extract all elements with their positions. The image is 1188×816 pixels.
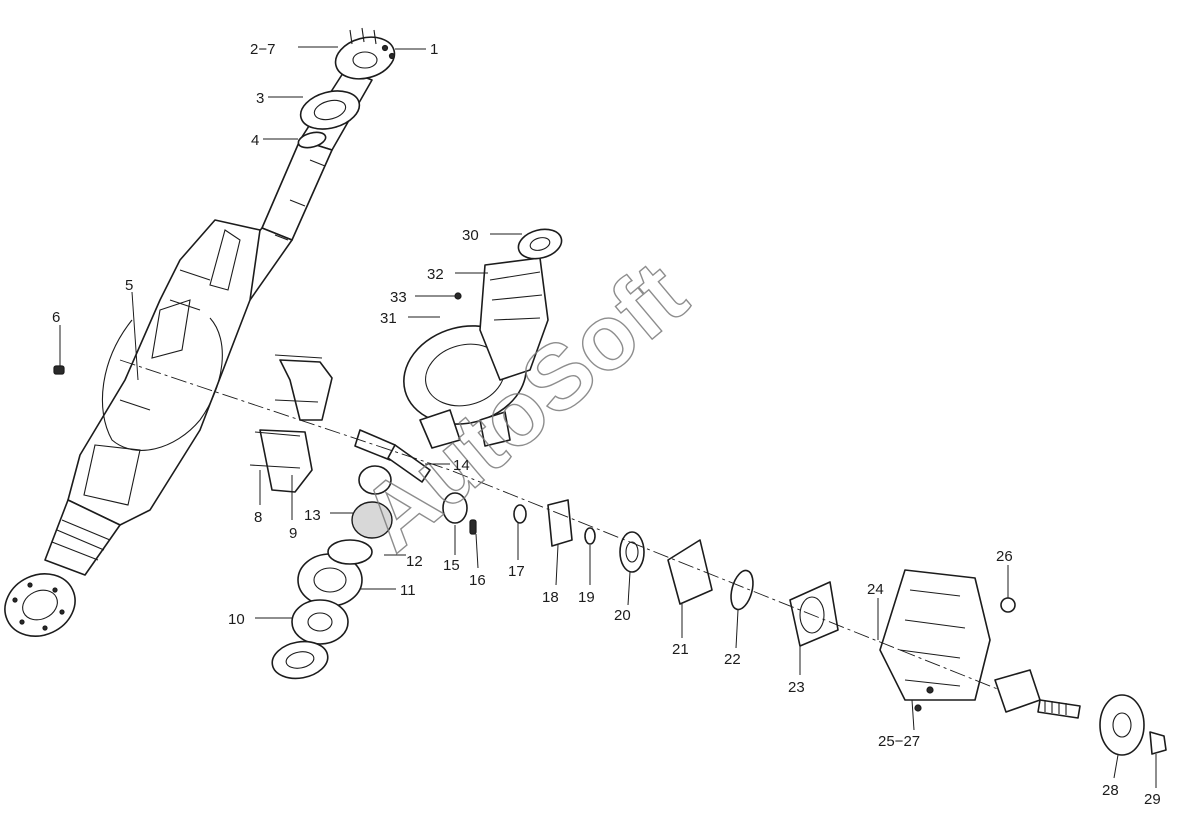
seal-ring <box>297 131 327 149</box>
callout-3: 3 <box>256 90 264 107</box>
callout-6: 6 <box>52 309 60 326</box>
bearing-caps <box>249 354 333 493</box>
callout-28: 28 <box>1102 782 1119 799</box>
callout-20: 20 <box>614 607 631 624</box>
callout-15: 15 <box>443 557 460 574</box>
callout-1: 1 <box>430 41 438 58</box>
callout-22: 22 <box>724 651 741 668</box>
axle-housing <box>4 69 373 637</box>
differential-case <box>271 553 363 680</box>
callout-23: 23 <box>788 679 805 696</box>
upper-flange <box>334 27 396 80</box>
pinion-stack <box>442 492 839 647</box>
drive-pinion <box>994 669 1167 756</box>
callout-19: 19 <box>578 589 595 606</box>
breather-plug <box>53 365 65 375</box>
assembly-axis <box>119 359 1001 691</box>
callout-29: 29 <box>1144 791 1161 808</box>
callout-14: 14 <box>453 457 470 474</box>
callout-11: 11 <box>400 582 416 599</box>
callout-10: 10 <box>228 611 245 628</box>
callout-25-27: 25−27 <box>878 733 920 750</box>
callout-33: 33 <box>390 289 407 306</box>
callout-16: 16 <box>469 572 486 589</box>
callout-24: 24 <box>867 581 884 598</box>
pinion-housing <box>879 569 1016 712</box>
callout-31: 31 <box>380 310 397 327</box>
callout-4: 4 <box>251 132 259 149</box>
callout-12: 12 <box>406 553 423 570</box>
side-gears <box>327 429 431 565</box>
callouts: 1 2−7 3 4 5 6 8 9 10 11 12 13 14 15 16 1… <box>52 41 1161 808</box>
callout-13: 13 <box>304 507 321 524</box>
callout-17: 17 <box>508 563 525 580</box>
callout-18: 18 <box>542 589 559 606</box>
callout-5: 5 <box>125 277 133 294</box>
callout-32: 32 <box>427 266 444 283</box>
callout-30: 30 <box>462 227 479 244</box>
gasket-ring <box>299 90 361 130</box>
ring-gear-carrier <box>403 228 563 449</box>
callout-8: 8 <box>254 509 262 526</box>
callout-9: 9 <box>289 525 297 542</box>
callout-21: 21 <box>672 641 689 658</box>
callout-26: 26 <box>996 548 1013 565</box>
callout-2-7: 2−7 <box>250 41 275 58</box>
leader-lines <box>59 46 1157 788</box>
